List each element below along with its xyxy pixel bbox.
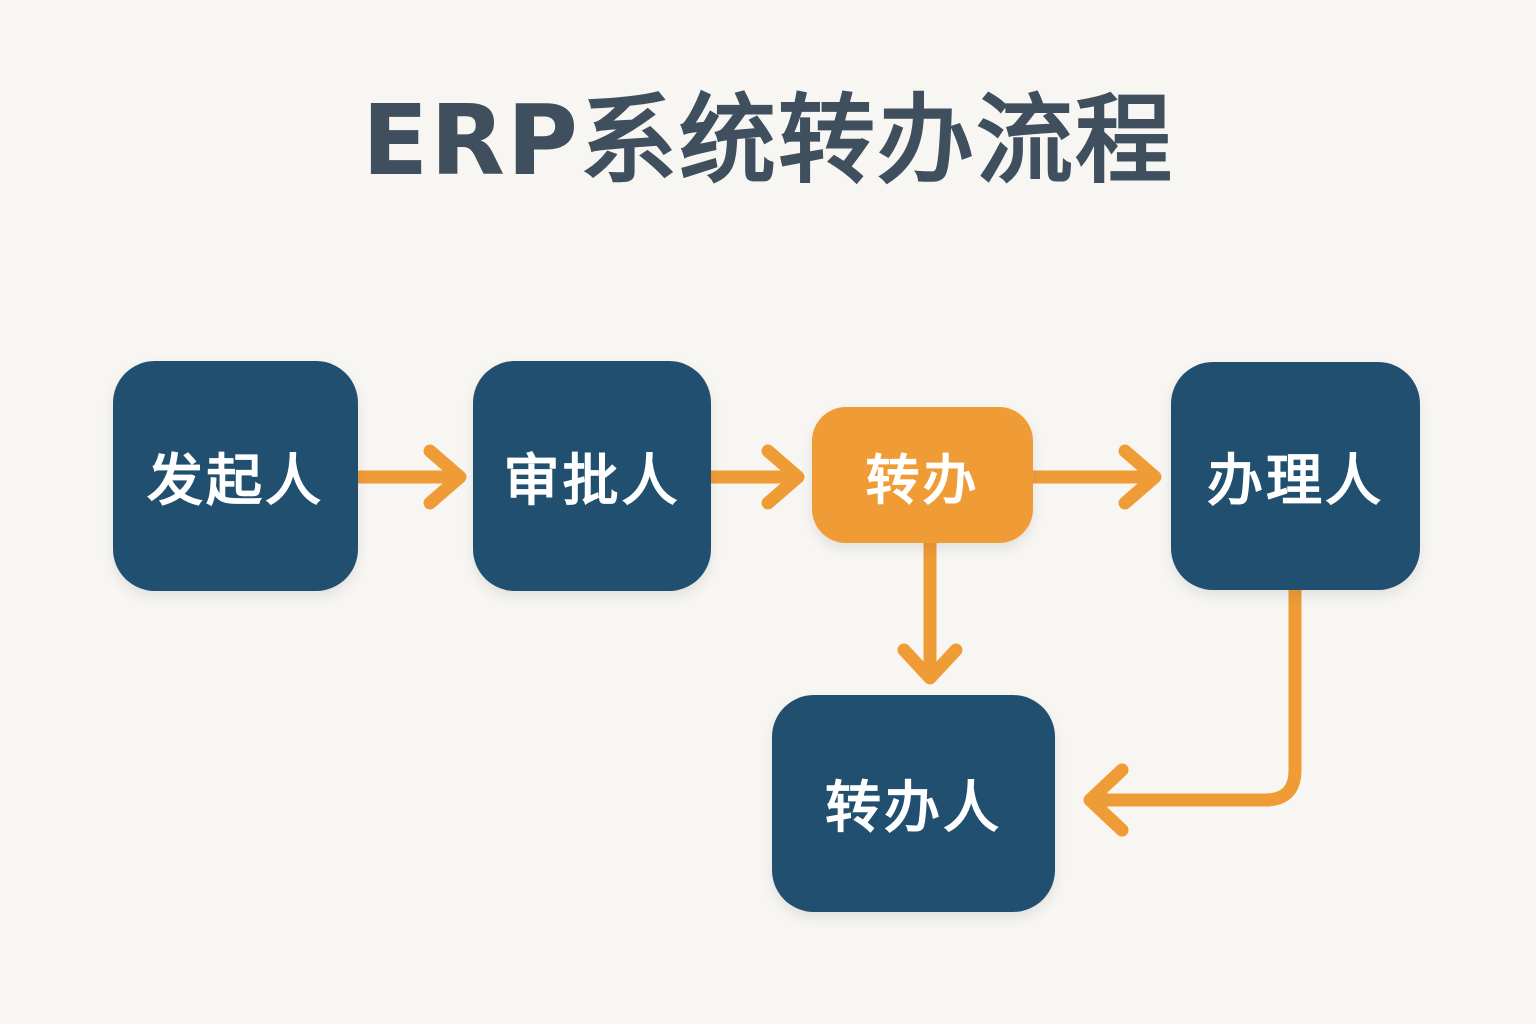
node-initiator: 发起人	[113, 361, 358, 591]
arrow-handler-to-transferee	[1083, 583, 1302, 837]
page-title: ERP系统转办流程	[361, 84, 1175, 197]
arrow-transfer-to-handler	[1026, 444, 1162, 510]
node-transfer: 转办	[812, 407, 1033, 543]
node-transferee: 转办人	[772, 695, 1055, 912]
arrow-transfer-to-transferee	[897, 536, 963, 685]
node-handler: 办理人	[1171, 362, 1420, 590]
arrow-initiator-to-approver	[350, 444, 467, 510]
arrow-approver-to-transfer	[703, 444, 805, 510]
node-approver: 审批人	[473, 361, 711, 591]
